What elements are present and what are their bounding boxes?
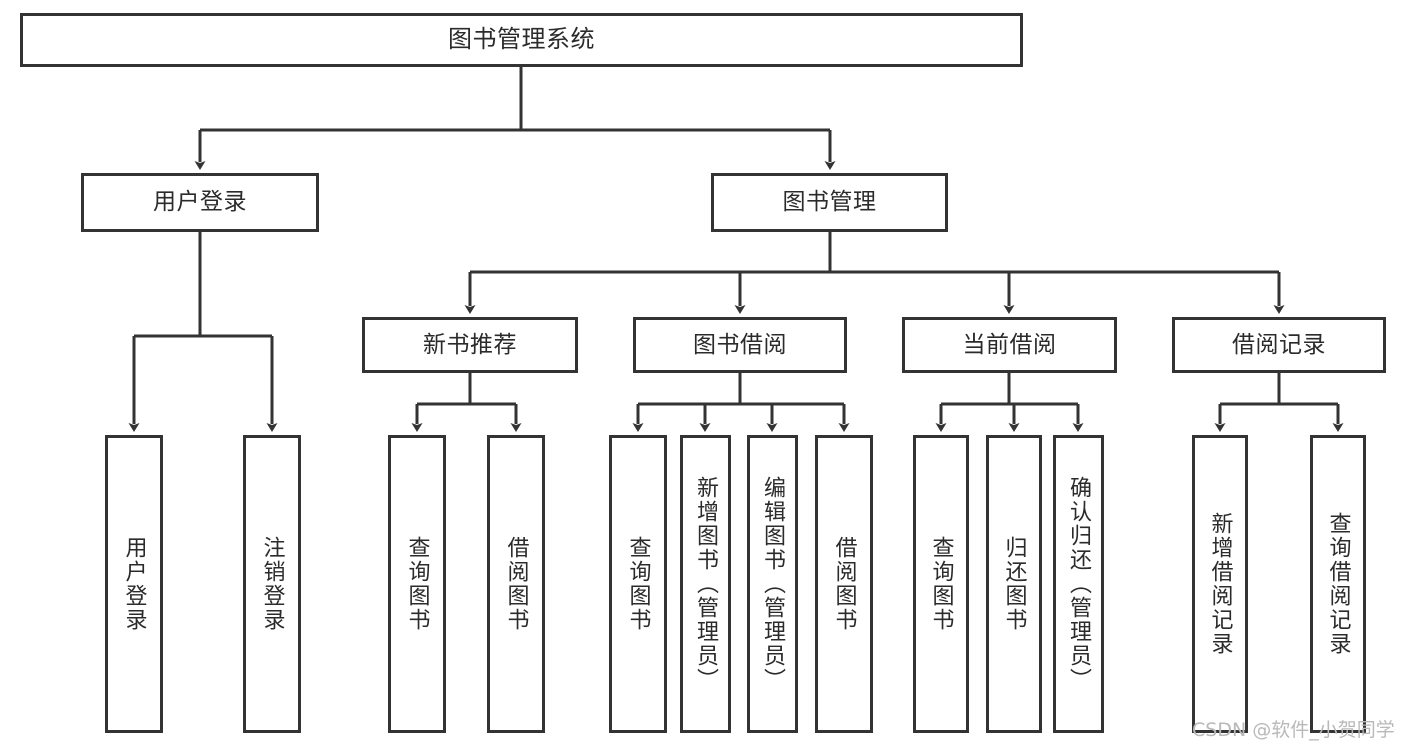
node-label: 查询图书: [404, 536, 430, 632]
leaf-node[interactable]: 查询图书: [388, 435, 446, 733]
node-label: 查询图书: [625, 536, 651, 632]
node-level3-new-book-recommend[interactable]: 新书推荐: [362, 317, 578, 373]
node-label: 借阅记录: [1232, 331, 1326, 358]
node-level2-user-login[interactable]: 用户登录: [81, 173, 319, 232]
node-label: 当前借阅: [962, 331, 1057, 358]
leaf-node[interactable]: 注销登录: [243, 435, 301, 733]
node-label: 用户登录: [121, 536, 147, 632]
leaf-node[interactable]: 查询图书: [913, 435, 969, 733]
node-level3-current-borrow[interactable]: 当前借阅: [902, 317, 1117, 373]
leaf-node[interactable]: 查询借阅记录: [1310, 435, 1366, 733]
node-level2-book-management[interactable]: 图书管理: [711, 173, 948, 232]
node-label: 查询图书: [928, 536, 954, 632]
leaf-node[interactable]: 借阅图书: [487, 435, 545, 733]
node-label: 用户登录: [153, 189, 247, 216]
node-label: 查询借阅记录: [1325, 512, 1351, 656]
node-label: 注销登录: [259, 536, 285, 632]
node-root[interactable]: 图书管理系统: [20, 13, 1023, 67]
node-label: 图书管理: [782, 189, 877, 216]
node-root-label: 图书管理系统: [448, 25, 595, 54]
node-label: 新书推荐: [423, 331, 517, 358]
watermark: CSDN @软件_小贺同学: [1192, 719, 1395, 741]
leaf-node[interactable]: 借阅图书: [815, 435, 873, 733]
leaf-node[interactable]: 归还图书: [986, 435, 1042, 733]
leaf-node[interactable]: 新增借阅记录: [1192, 435, 1248, 733]
leaf-node[interactable]: 确认归还（管理员）: [1053, 435, 1104, 733]
leaf-node[interactable]: 编辑图书（管理员）: [747, 435, 798, 733]
node-label: 图书借阅: [693, 331, 787, 358]
node-label: 归还图书: [1001, 536, 1027, 632]
leaf-node[interactable]: 新增图书（管理员）: [680, 435, 731, 733]
node-label: 确认归还（管理员）: [1066, 476, 1092, 692]
leaf-node[interactable]: 用户登录: [105, 435, 163, 733]
node-label: 借阅图书: [831, 536, 857, 632]
node-label: 借阅图书: [503, 536, 529, 632]
node-label: 新增图书（管理员）: [693, 476, 719, 692]
node-label: 新增借阅记录: [1207, 512, 1233, 656]
node-level3-book-borrow[interactable]: 图书借阅: [633, 317, 847, 373]
node-level3-borrow-record[interactable]: 借阅记录: [1172, 317, 1386, 373]
node-label: 编辑图书（管理员）: [760, 476, 786, 692]
leaf-node[interactable]: 查询图书: [609, 435, 667, 733]
